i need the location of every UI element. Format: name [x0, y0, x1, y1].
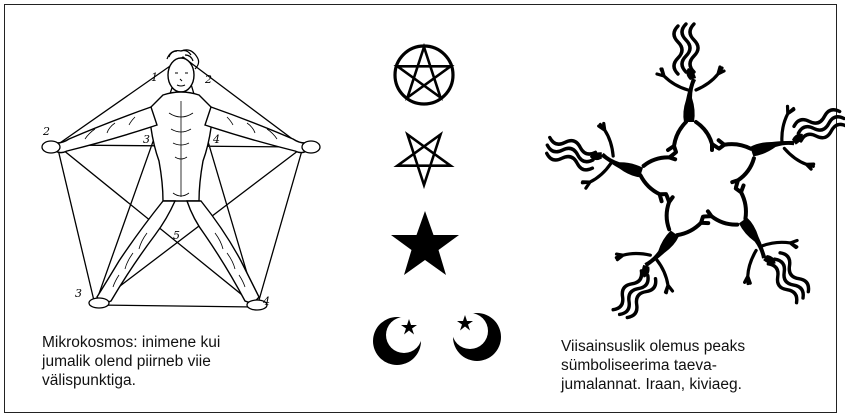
point-label: 2 [42, 125, 50, 138]
microcosm-man-illustration: 1 2 2 3 4 5 3 4 [35, 43, 325, 315]
point-label: 1 [151, 71, 158, 84]
point-label: 4 [212, 133, 220, 146]
left-hand [42, 141, 60, 153]
caption-microcosm: Mikrokosmos: inimene kui jumalik olend p… [42, 333, 342, 390]
crescent-star-icon [371, 313, 425, 369]
right-leg [187, 201, 259, 302]
point-label: 4 [262, 295, 270, 308]
right-hand [302, 141, 320, 153]
filled-star-icon [389, 209, 461, 279]
head [168, 58, 194, 92]
pentagram-outline-icon [392, 127, 456, 189]
point-label: 3 [143, 133, 150, 146]
point-label: 5 [173, 229, 180, 242]
crescent-star-icon [449, 309, 503, 365]
point-label: 2 [204, 73, 212, 86]
point-label: 3 [75, 287, 82, 300]
goddess-figures-illustration [565, 35, 835, 325]
left-leg [97, 201, 175, 302]
caption-goddess: Viisainsuslik olemus peaks sümboliseerim… [561, 337, 831, 394]
left-foot [89, 298, 109, 308]
circled-pentagram-icon [392, 43, 456, 107]
figure-frame: 1 2 2 3 4 5 3 4 [4, 4, 837, 413]
